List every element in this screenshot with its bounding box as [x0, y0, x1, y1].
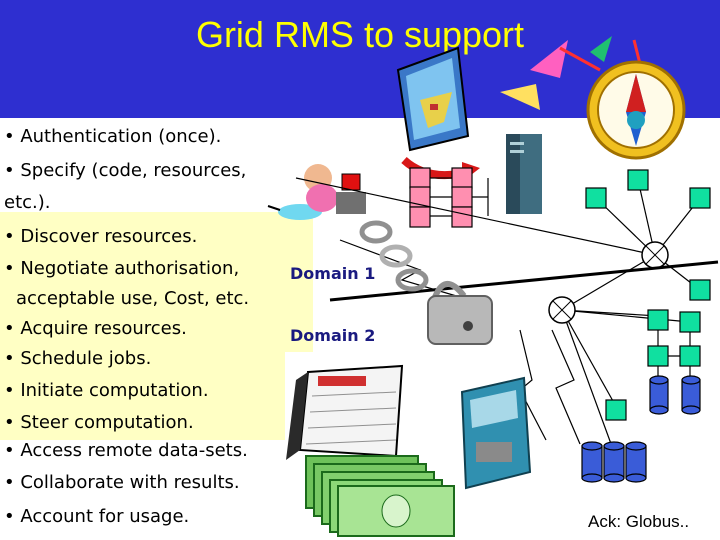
bullet-item: • Discover resources. — [4, 226, 198, 247]
bullet-item: • Initiate computation. — [4, 380, 209, 401]
bullet-item: acceptable use, Cost, etc. — [16, 288, 250, 309]
database-icon — [581, 441, 603, 483]
pink-node-cluster — [409, 167, 489, 228]
bullet-item: • Access remote data-sets. — [4, 440, 248, 461]
user-at-computer-icon — [267, 164, 366, 220]
database-icon — [625, 441, 647, 483]
compass-icon — [500, 36, 686, 160]
network-node — [679, 345, 701, 367]
domain-2-label: Domain 2 — [290, 326, 376, 345]
bullet-item: • Account for usage. — [4, 506, 190, 527]
network-node — [647, 345, 669, 367]
bullet-item: • Steer computation. — [4, 412, 194, 433]
money-stack-icon — [305, 455, 455, 537]
bullet-item: • Negotiate authorisation, — [4, 258, 240, 279]
network-node — [689, 279, 711, 301]
domain-1-label: Domain 1 — [290, 264, 376, 283]
bullet-item: • Authentication (once). — [4, 126, 222, 147]
bullet-item: • Schedule jobs. — [4, 348, 152, 369]
network-node — [689, 187, 711, 209]
chain-lock-icon — [359, 220, 493, 345]
calendar-icon — [286, 364, 404, 460]
network-node — [627, 169, 649, 191]
acknowledgement: Ack: Globus.. — [588, 512, 690, 531]
bullet-item: • Collaborate with results. — [4, 472, 240, 493]
network-node — [585, 187, 607, 209]
bullet-panel-top — [0, 118, 283, 214]
bullet-item: • Acquire resources. — [4, 318, 187, 339]
network-node — [605, 399, 627, 421]
bullet-item: etc.). — [4, 192, 51, 213]
server-tower-icon — [506, 134, 542, 214]
router-icon — [641, 241, 669, 269]
network-node — [647, 309, 669, 331]
bullet-highlight — [0, 212, 285, 440]
network-node — [679, 311, 701, 333]
atm-machine-icon — [460, 376, 532, 490]
domain-boundary-line — [329, 260, 719, 302]
door-icon — [396, 46, 470, 152]
slide-title: Grid RMS to support — [195, 14, 525, 55]
router-icon — [548, 296, 576, 324]
bullet-item: • Specify (code, resources, — [4, 160, 247, 181]
database-icon — [681, 375, 701, 415]
database-icon — [603, 441, 625, 483]
bullet-highlight-extension — [283, 212, 313, 352]
database-icon — [649, 375, 669, 415]
